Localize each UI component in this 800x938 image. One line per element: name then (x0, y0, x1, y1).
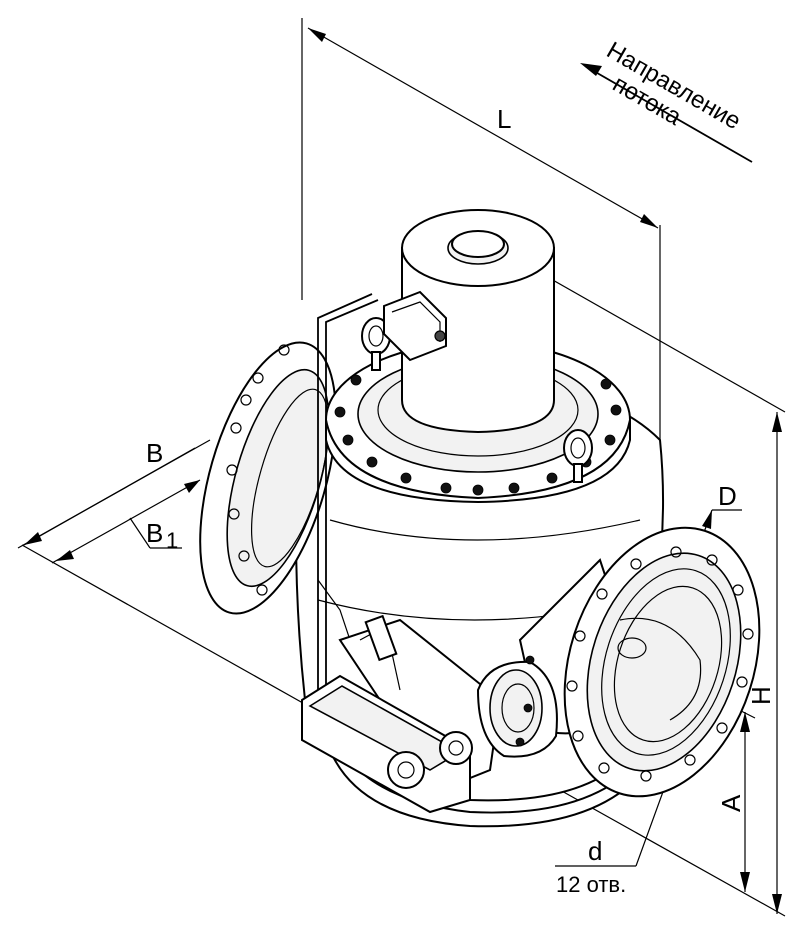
dimension-B: B (17, 438, 311, 708)
label-A: A (716, 794, 746, 812)
left-flange-holes (226, 344, 290, 596)
impulse-tube (317, 293, 379, 690)
label-D: D (718, 481, 737, 511)
right-flange-holes (566, 546, 754, 782)
label-B1: B (146, 518, 163, 548)
dimension-L: L (301, 18, 661, 440)
label-d: d (588, 836, 602, 866)
electrical-connector (383, 290, 447, 362)
label-L: L (497, 104, 511, 134)
gear-actuator (301, 614, 502, 814)
label-B: B (146, 438, 163, 468)
dimension-d-holes: d 12 отв. (555, 744, 681, 897)
shaft-coupling (476, 655, 558, 758)
dimension-B1: B 1 (51, 479, 201, 564)
actuator-cylinder (401, 209, 555, 434)
label-B1-subscript: 1 (166, 528, 178, 553)
right-flange (518, 526, 761, 798)
flow-direction: Направление потока (580, 37, 753, 163)
label-holes: 12 отв. (556, 872, 626, 897)
dimension-H: H (499, 249, 786, 917)
label-H: H (746, 686, 776, 705)
lifting-eye-bolt-right (563, 429, 593, 483)
